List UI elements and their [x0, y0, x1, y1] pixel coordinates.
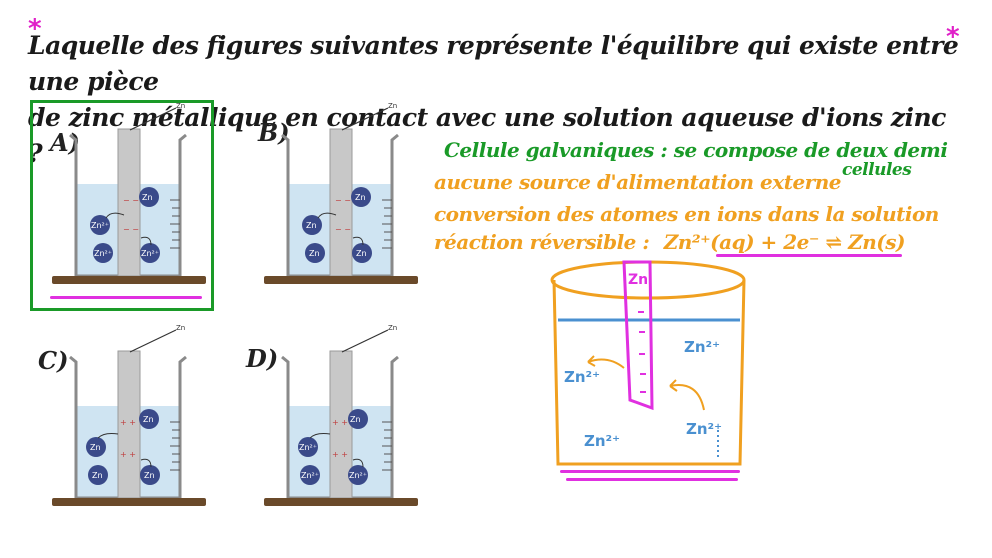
beaker-option-a[interactable]: Zn Zn Zn²⁺ Zn²⁺ Zn²⁺ − − − −	[56, 100, 206, 286]
question-line-1: Laquelle des figures suivantes représent…	[28, 31, 959, 96]
charge-label: − −	[123, 196, 139, 205]
electrode-label: Zn	[388, 102, 397, 110]
option-b-label[interactable]: B)	[258, 118, 290, 147]
ion-label: Zn	[306, 221, 317, 230]
sketch-ion-label: Zn²⁺	[686, 420, 722, 438]
question-line-2: de zinc métallique en contact avec une s…	[28, 103, 946, 168]
answer-underline	[50, 296, 202, 299]
note-galvanic-cell-cont: cellules	[842, 160, 912, 180]
option-d-label[interactable]: D)	[246, 344, 279, 373]
electrode-label: Zn	[388, 324, 397, 332]
ion-label: Zn²⁺	[299, 443, 317, 452]
ion-label: Zn	[144, 471, 155, 480]
electrode-label: Zn	[176, 324, 185, 332]
charge-label: − −	[123, 225, 139, 234]
star-icon-left: *	[28, 14, 42, 44]
ion-label: Zn²⁺	[349, 471, 367, 480]
note-no-power-source: aucune source d'alimentation externe	[434, 170, 841, 194]
ion-label: Zn	[142, 193, 153, 202]
beaker-option-b[interactable]: Zn Zn Zn Zn Zn − − − −	[268, 100, 418, 286]
sketch-electrode-label: Zn	[628, 272, 648, 288]
beaker-base-a	[52, 276, 206, 284]
ion-label: Zn	[350, 415, 361, 424]
beaker-base-b	[264, 276, 418, 284]
ion-label: Zn	[356, 249, 367, 258]
reaction-equation: Zn²⁺(aq) + 2e⁻ ⇌ Zn(s)	[663, 230, 906, 254]
ion-label: Zn	[309, 249, 320, 258]
note-atom-conversion: conversion des atomes en ions dans la so…	[434, 202, 939, 226]
charge-label: − −	[335, 196, 351, 205]
ion-label: Zn²⁺	[94, 249, 112, 258]
charge-label: − −	[335, 225, 351, 234]
ion-label: Zn	[143, 415, 154, 424]
sketch-diagram: Zn Zn²⁺ Zn²⁺ Zn²⁺ Zn²⁺	[550, 260, 746, 466]
ion-label: Zn²⁺	[141, 249, 159, 258]
sketch-ion-label: Zn²⁺	[684, 338, 720, 356]
beaker-option-c[interactable]: Zn Zn Zn Zn Zn + + + +	[56, 322, 206, 508]
note-galvanic-cell: Cellule galvaniques : se compose de deux…	[444, 138, 948, 162]
beaker-base-d	[264, 498, 418, 506]
note-reversible-reaction: réaction réversible : Zn²⁺(aq) + 2e⁻ ⇌ Z…	[434, 230, 905, 254]
charge-label: + +	[332, 418, 348, 427]
beaker-option-d[interactable]: Zn Zn Zn²⁺ Zn²⁺ Zn²⁺ + + + +	[268, 322, 418, 508]
sketch-underline	[560, 470, 740, 473]
ion-label: Zn	[90, 443, 101, 452]
beaker-base-c	[52, 498, 206, 506]
selected-answer-box	[30, 100, 214, 311]
question-text: Laquelle des figures suivantes représent…	[28, 28, 968, 172]
sketch-underline-2	[566, 478, 738, 481]
charge-label: + +	[332, 450, 348, 459]
ion-label: Zn²⁺	[91, 221, 109, 230]
ion-label: Zn	[355, 193, 366, 202]
ion-label: Zn	[92, 471, 103, 480]
sketch-ion-label: Zn²⁺	[564, 368, 600, 386]
option-c-label[interactable]: C)	[38, 346, 69, 375]
sketch-ion-label: Zn²⁺	[584, 432, 620, 450]
ion-label: Zn²⁺	[301, 471, 319, 480]
equation-underline	[716, 254, 902, 257]
charge-label: + +	[120, 418, 136, 427]
electrode-label: Zn	[176, 102, 185, 110]
note-reversible-label: réaction réversible :	[434, 230, 650, 254]
star-icon-right: *	[946, 22, 960, 52]
charge-label: + +	[120, 450, 136, 459]
